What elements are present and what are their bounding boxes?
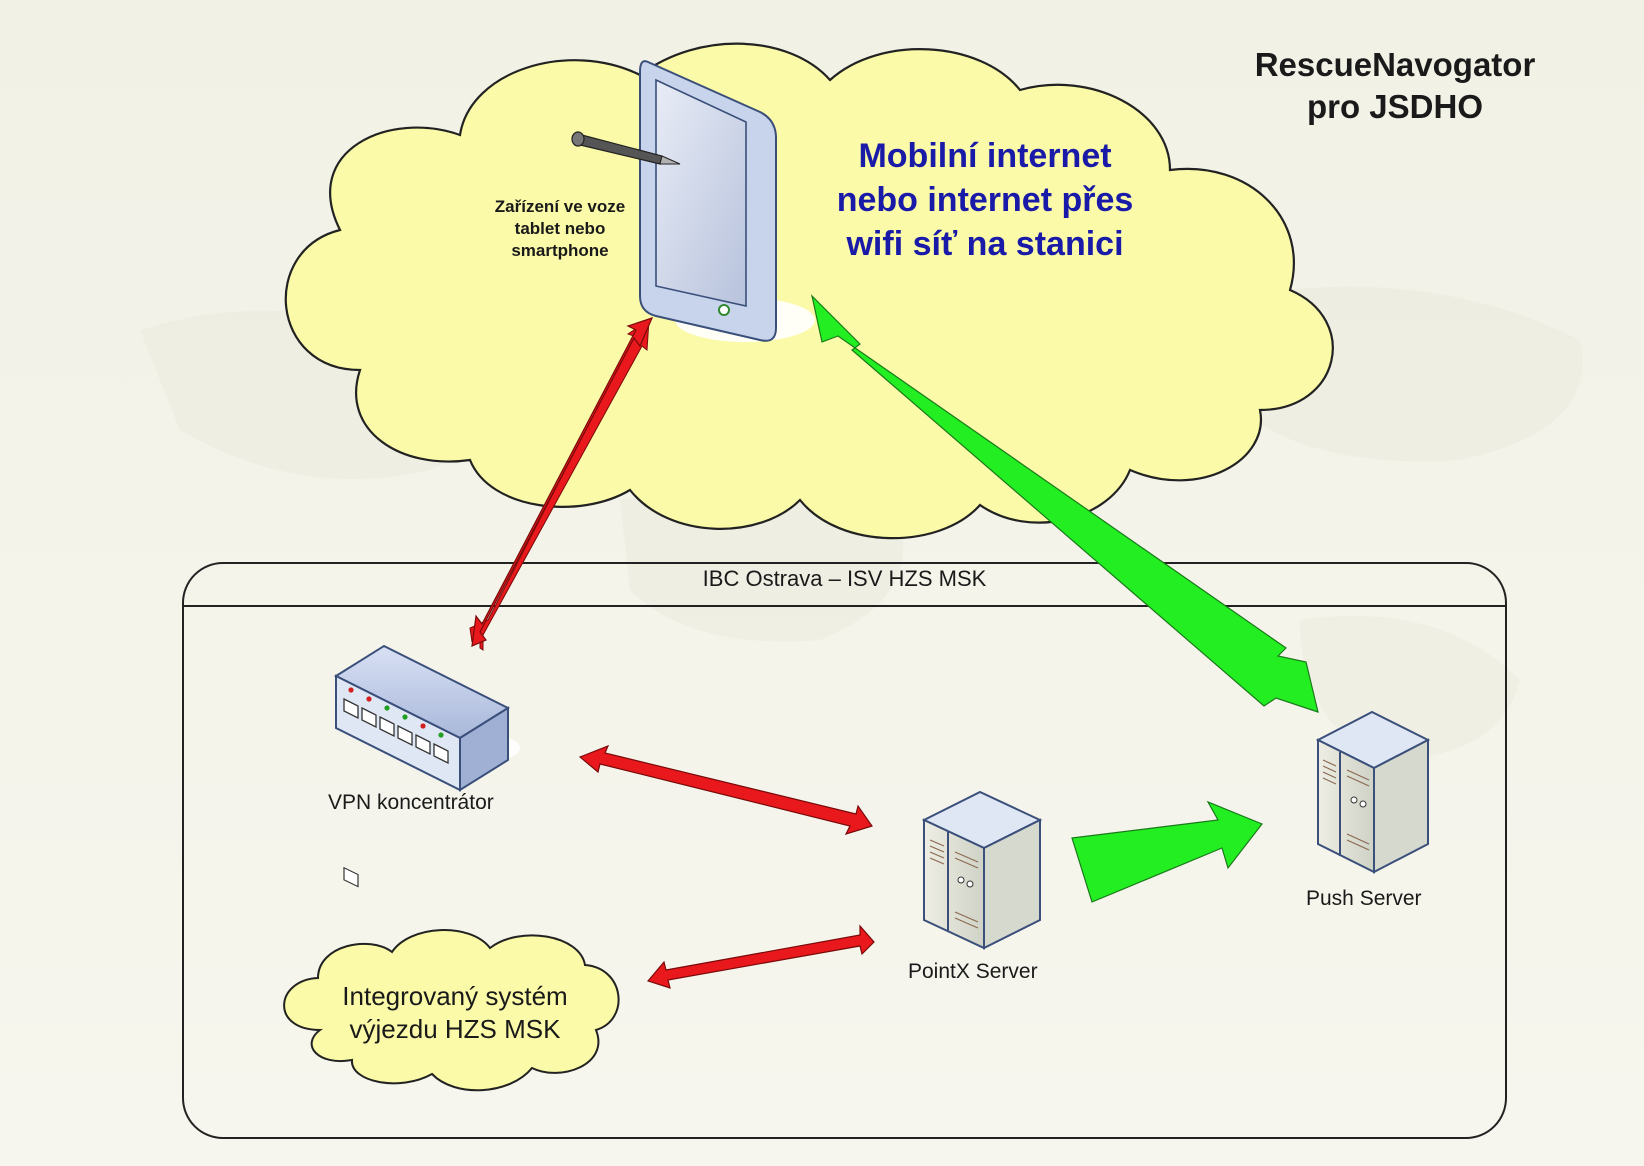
pointx-server-icon bbox=[921, 790, 1043, 950]
push-label: Push Server bbox=[1306, 887, 1422, 910]
title-line-1: RescueNavogator bbox=[1254, 46, 1536, 83]
isv-label-line-1: Integrovaný systém bbox=[342, 981, 568, 1011]
tablet-icon bbox=[571, 60, 815, 342]
arrow-push-device bbox=[810, 294, 1319, 713]
push-server-icon bbox=[1315, 710, 1431, 874]
isv-label: Integrovaný systém výjezdu HZS MSK bbox=[295, 980, 615, 1046]
title-line-2: pro JSDHO bbox=[1306, 88, 1484, 125]
container-title: IBC Ostrava – ISV HZS MSK bbox=[702, 566, 987, 591]
diagram-title: RescueNavogator pro JSDHO bbox=[1230, 44, 1560, 128]
arrow-pointx-push bbox=[1071, 800, 1263, 903]
device-label: Zařízení ve voze tablet nebo smartphone bbox=[455, 196, 665, 262]
cloud-caption-line-3: wifi síť na stanici bbox=[846, 225, 1124, 263]
cloud-caption-line-1: Mobilní internet bbox=[858, 137, 1112, 175]
arrow-isv-pointx bbox=[646, 924, 875, 989]
device-label-line-2: tablet nebo bbox=[514, 219, 606, 238]
internet-cloud-caption: Mobilní internet nebo internet přes wifi… bbox=[780, 134, 1190, 266]
stylus-icon bbox=[571, 131, 681, 165]
arrow-vpn-pointx bbox=[578, 744, 873, 835]
device-label-line-1: Zařízení ve voze bbox=[494, 197, 626, 216]
pointx-label: PointX Server bbox=[908, 960, 1038, 983]
device-label-line-3: smartphone bbox=[511, 241, 609, 260]
vpn-label: VPN koncentrátor bbox=[328, 791, 494, 814]
ibc-container bbox=[182, 562, 1507, 1139]
vpn-concentrator-icon bbox=[333, 644, 520, 888]
arrow-device-vpn bbox=[469, 317, 654, 651]
internet-cloud bbox=[284, 42, 1334, 540]
cloud-caption-line-2: nebo internet přes bbox=[836, 181, 1134, 219]
isv-cloud bbox=[283, 929, 620, 1092]
isv-label-line-2: výjezdu HZS MSK bbox=[349, 1014, 561, 1044]
